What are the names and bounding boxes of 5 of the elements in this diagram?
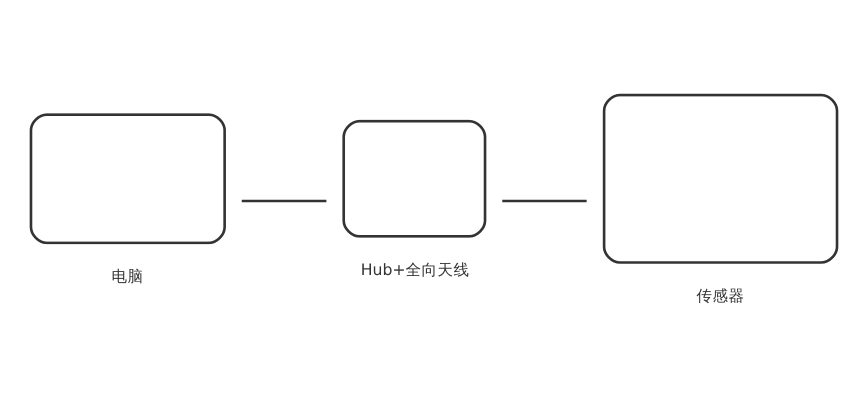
node-label: 传感器 xyxy=(696,286,744,306)
node-label: Hub+全向天线 xyxy=(360,260,470,280)
connector xyxy=(242,200,326,202)
node-label: 电脑 xyxy=(111,266,144,286)
connector xyxy=(502,200,587,202)
